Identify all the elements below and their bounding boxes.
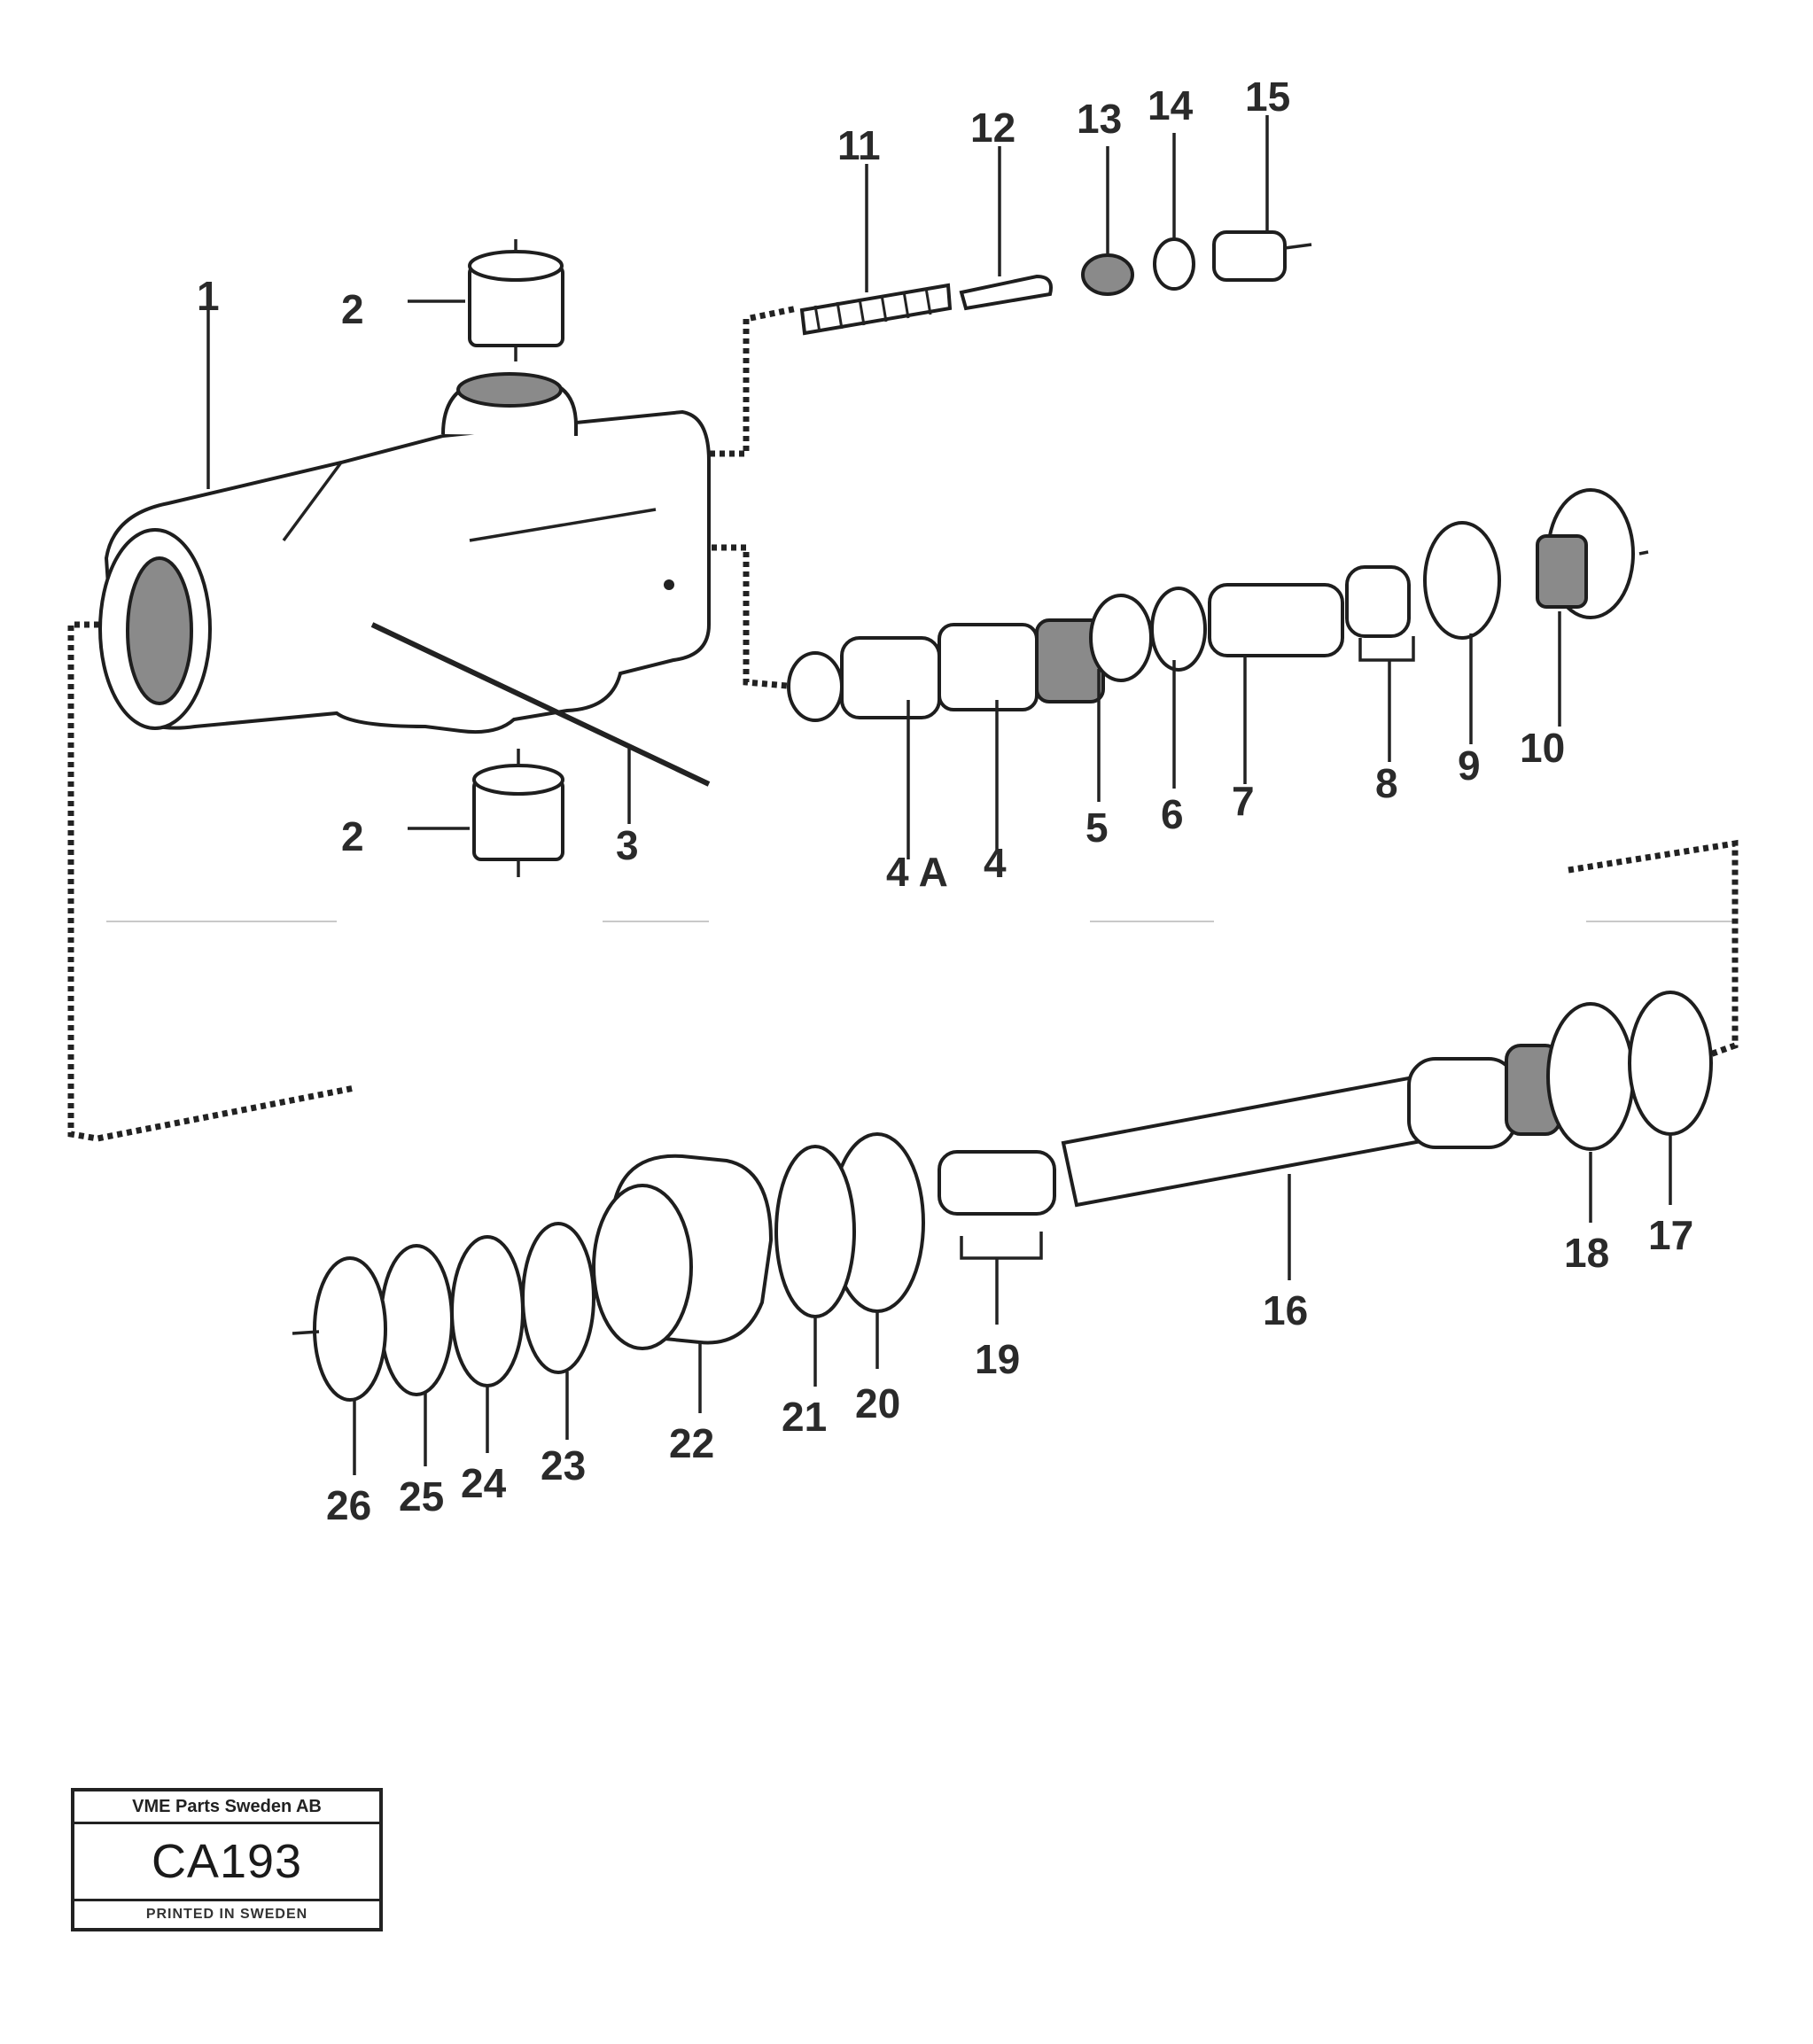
callout-14: 14 [1148, 82, 1194, 128]
diagram-code: CA193 [151, 1835, 303, 1888]
callout-24: 24 [461, 1460, 507, 1506]
callout-18: 18 [1564, 1230, 1609, 1276]
callout-23: 23 [541, 1442, 586, 1488]
ring-part-17 [1628, 991, 1713, 1136]
sleeve-part-4 [938, 623, 1039, 711]
callout-3: 3 [616, 822, 639, 868]
relief-valve-set [799, 115, 1312, 336]
path-rod-to-ring [1568, 839, 1739, 1058]
callout-9: 9 [1458, 742, 1481, 789]
callout-17: 17 [1648, 1212, 1693, 1258]
rod-part-16 [1061, 1074, 1438, 1208]
callout-11: 11 [837, 122, 881, 168]
callout-1: 1 [197, 273, 220, 319]
plug-part-2-top [468, 239, 564, 361]
valve-housing-part-1 [98, 372, 711, 734]
piston-rod-set [292, 991, 1713, 1475]
callout-15: 15 [1245, 74, 1290, 120]
nut-part-26 [313, 1256, 387, 1402]
ring-part-23 [521, 1222, 595, 1374]
seal-part-19 [938, 1150, 1056, 1216]
callout-4: 4 [984, 840, 1007, 886]
ring-part-6 [1150, 587, 1207, 672]
ring-part-21 [774, 1145, 856, 1318]
callout-21: 21 [782, 1394, 827, 1440]
callout-4a: 4 A [886, 849, 948, 895]
spool-set [787, 488, 1649, 859]
callout-2-top: 2 [341, 286, 364, 332]
callout-5: 5 [1085, 804, 1109, 851]
assembly-paths [67, 305, 1739, 1142]
ring-part-5 [1089, 594, 1153, 682]
publisher-label: VME Parts Sweden AB [74, 1791, 379, 1824]
path-housing-to-spool [702, 544, 798, 690]
footer-label: PRINTED IN SWEDEN [74, 1899, 379, 1930]
callout-8: 8 [1375, 760, 1398, 806]
callout-2-bottom: 2 [341, 813, 364, 859]
pin-part-3 [370, 622, 711, 824]
spring-part-11 [799, 283, 953, 336]
plug-part-2-bottom [472, 749, 564, 877]
path-housing-to-spring [700, 305, 798, 457]
washer-part-9 [1423, 521, 1501, 640]
callout-20: 20 [855, 1380, 900, 1426]
seal-part-8 [1345, 565, 1411, 638]
callout-7: 7 [1232, 778, 1255, 824]
seat-part-13 [1081, 253, 1134, 296]
callout-16: 16 [1263, 1287, 1308, 1333]
callout-19: 19 [975, 1336, 1020, 1382]
callout-13: 13 [1077, 96, 1122, 142]
callout-26: 26 [326, 1482, 371, 1528]
callout-25: 25 [399, 1473, 444, 1519]
cap-part-4a [787, 651, 844, 722]
title-block: VME Parts Sweden AB CA193 PRINTED IN SWE… [71, 1788, 383, 1931]
ring-part-24 [450, 1235, 525, 1387]
sleeve-part-4-a [840, 636, 941, 719]
callout-labels: 1 2 2 3 4 A 4 5 6 7 8 9 10 11 12 13 14 1… [197, 74, 1693, 1528]
plug-part-15 [1212, 230, 1287, 282]
callout-12: 12 [970, 105, 1015, 151]
ring-part-18 [1546, 1002, 1635, 1151]
spool-part-7 [1208, 583, 1344, 657]
washer-part-14 [1153, 237, 1195, 291]
poppet-part-12 [959, 274, 1053, 311]
callout-10: 10 [1520, 725, 1565, 771]
callout-6: 6 [1161, 791, 1184, 837]
path-housing-to-piston [67, 621, 355, 1142]
callout-22: 22 [669, 1420, 714, 1466]
ring-part-25 [379, 1244, 454, 1396]
